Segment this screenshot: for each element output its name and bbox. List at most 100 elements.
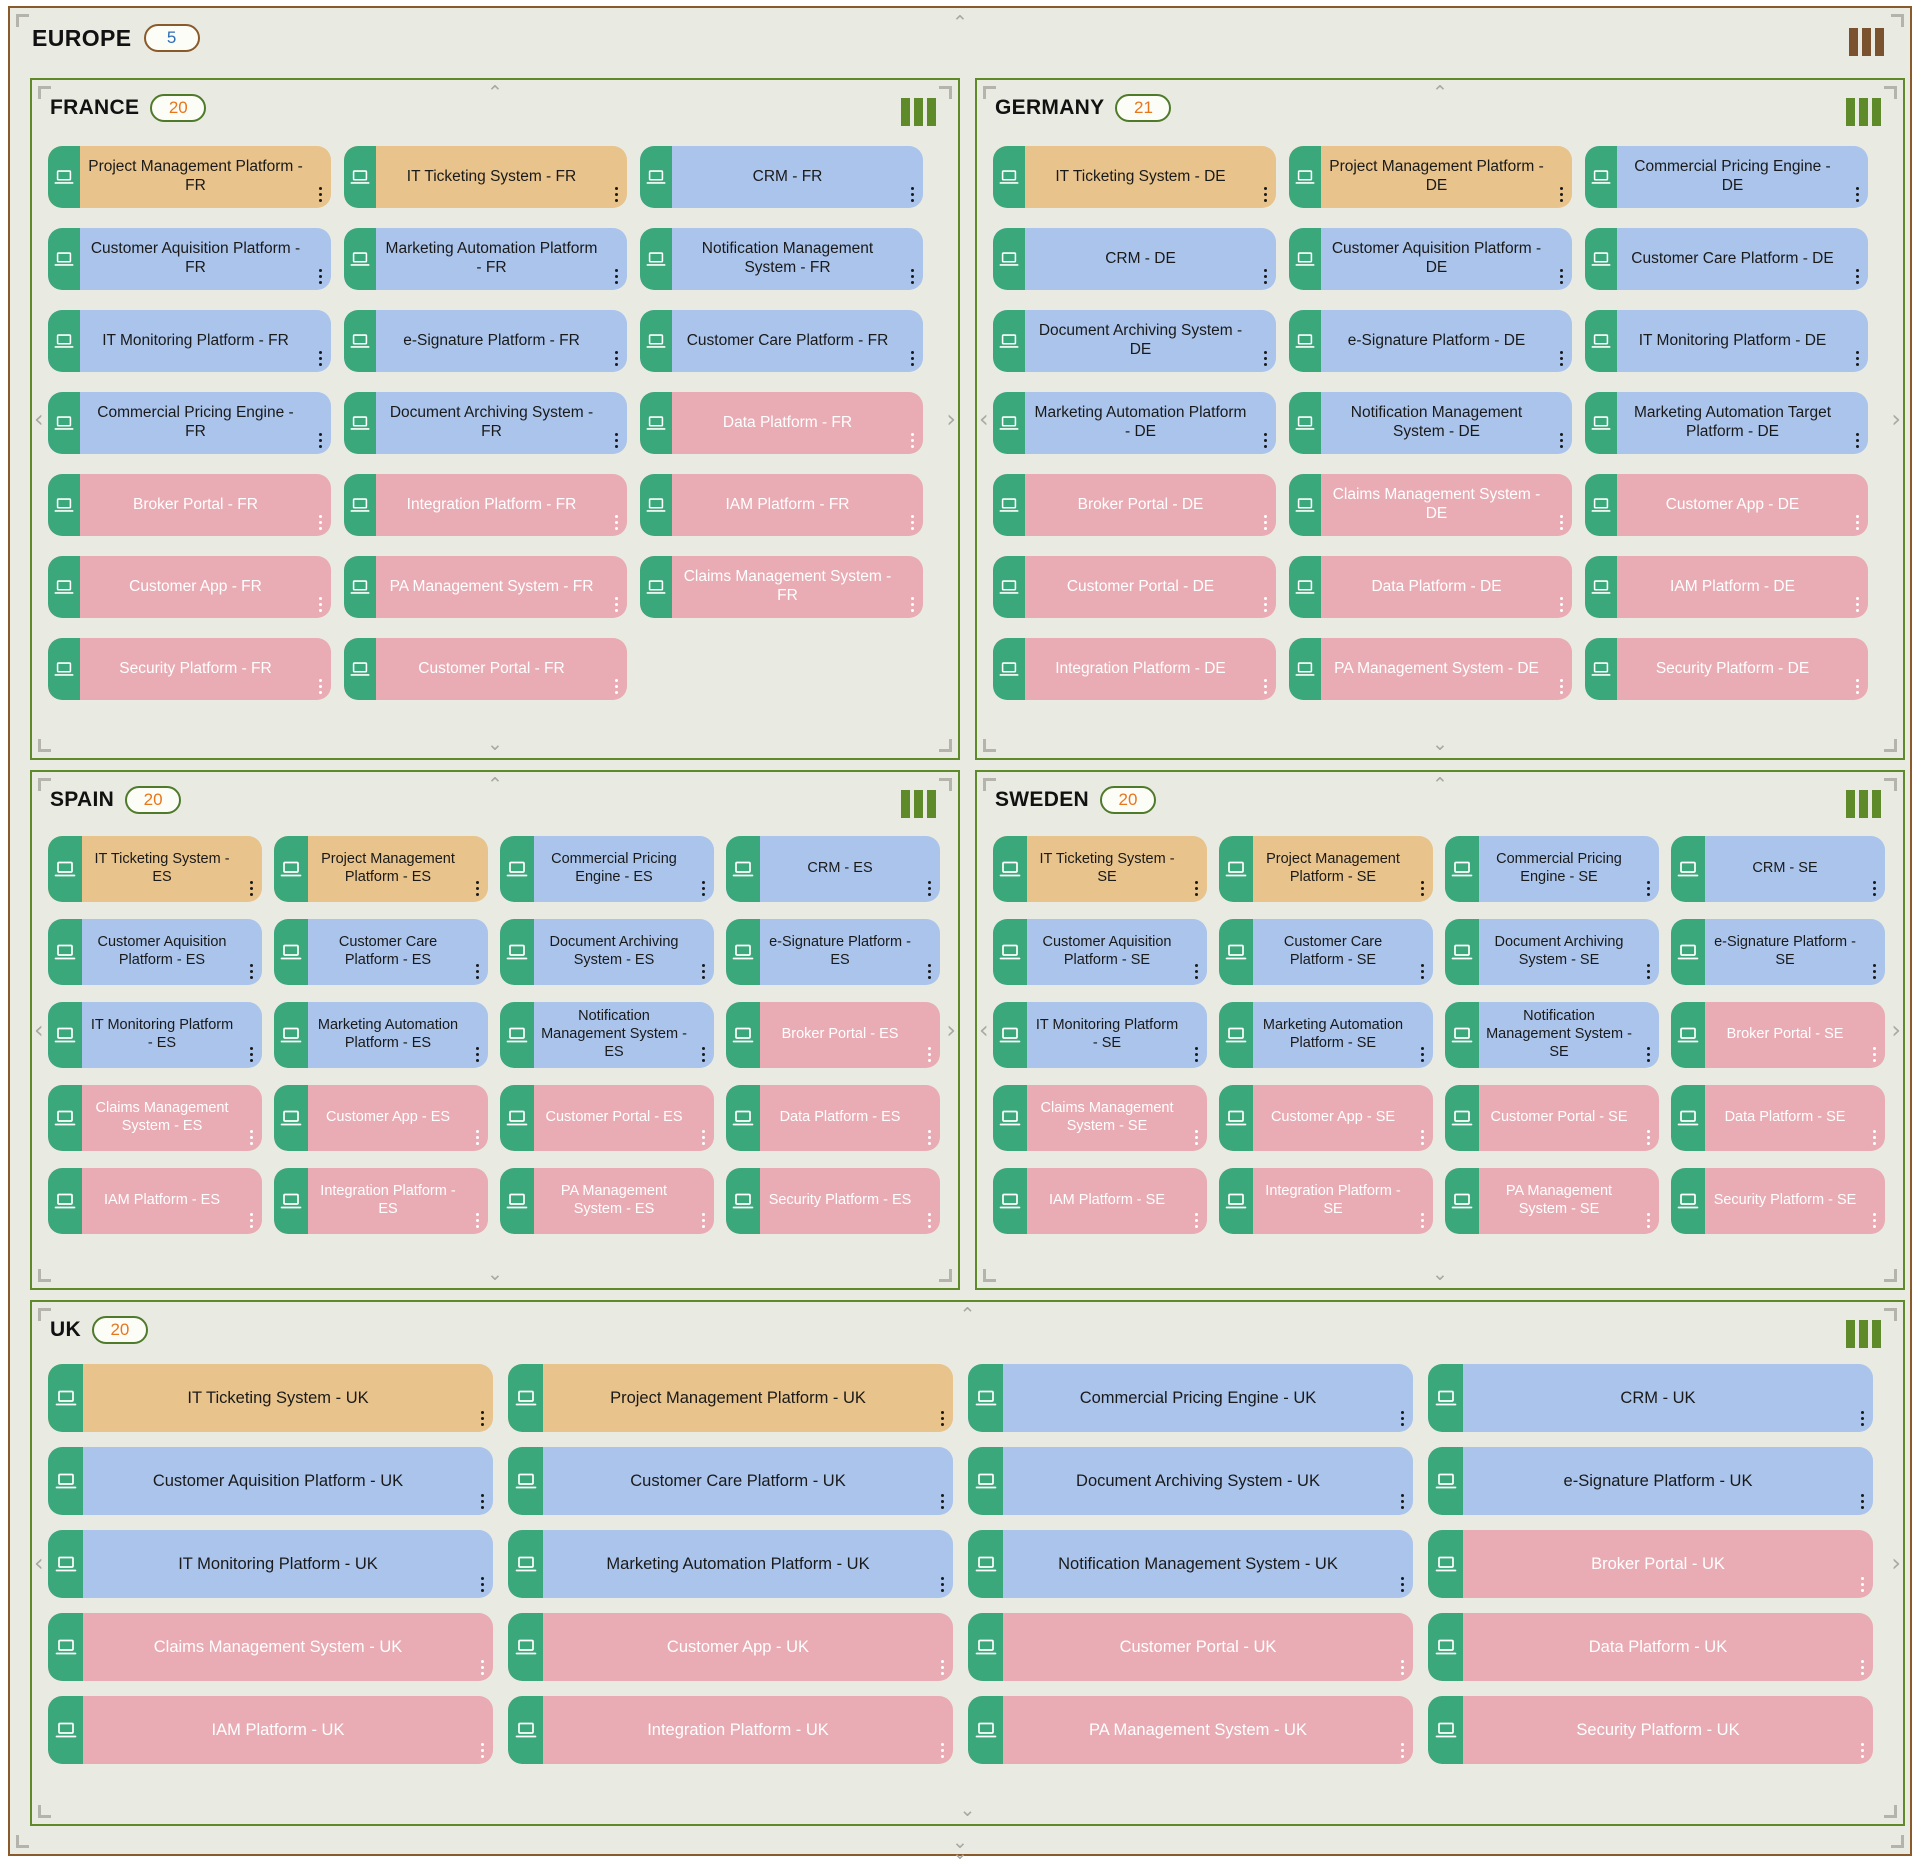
application-card[interactable]: Security Platform - ES (726, 1168, 940, 1234)
kebab-menu-icon[interactable] (1647, 1047, 1651, 1063)
application-card[interactable]: IT Ticketing System - FR (344, 146, 627, 208)
application-card[interactable]: Customer Care Platform - DE (1585, 228, 1868, 290)
three-bars-icon[interactable] (1846, 1320, 1881, 1348)
country-scroll-down-icon[interactable]: ⌄ (1432, 735, 1448, 754)
kebab-menu-icon[interactable] (702, 1130, 706, 1146)
application-card[interactable]: Marketing Automation Target Platform - D… (1585, 392, 1868, 454)
kebab-menu-icon[interactable] (615, 187, 619, 203)
application-card[interactable]: Customer Portal - UK (968, 1613, 1413, 1681)
application-card[interactable]: Broker Portal - SE (1671, 1002, 1885, 1068)
application-card[interactable]: Customer Aquisition Platform - DE (1289, 228, 1572, 290)
kebab-menu-icon[interactable] (1856, 351, 1860, 367)
application-card[interactable]: Customer Portal - SE (1445, 1085, 1659, 1151)
kebab-menu-icon[interactable] (319, 597, 323, 613)
kebab-menu-icon[interactable] (615, 433, 619, 449)
application-card[interactable]: Security Platform - UK (1428, 1696, 1873, 1764)
application-card[interactable]: Integration Platform - SE (1219, 1168, 1433, 1234)
application-card[interactable]: Data Platform - UK (1428, 1613, 1873, 1681)
application-card[interactable]: Integration Platform - ES (274, 1168, 488, 1234)
application-card[interactable]: Broker Portal - DE (993, 474, 1276, 536)
application-card[interactable]: IT Ticketing System - ES (48, 836, 262, 902)
country-scroll-up-icon[interactable]: ⌃ (960, 1306, 976, 1325)
application-card[interactable]: Commercial Pricing Engine - ES (500, 836, 714, 902)
application-card[interactable]: Project Management Platform - DE (1289, 146, 1572, 208)
kebab-menu-icon[interactable] (476, 881, 480, 897)
three-bars-icon[interactable] (901, 98, 936, 126)
kebab-menu-icon[interactable] (1560, 515, 1564, 531)
country-scroll-up-icon[interactable]: ⌃ (487, 776, 503, 795)
kebab-menu-icon[interactable] (615, 597, 619, 613)
application-card[interactable]: CRM - FR (640, 146, 923, 208)
application-card[interactable]: Customer Care Platform - FR (640, 310, 923, 372)
application-card[interactable]: CRM - SE (1671, 836, 1885, 902)
application-card[interactable]: IT Ticketing System - DE (993, 146, 1276, 208)
kebab-menu-icon[interactable] (1401, 1743, 1405, 1759)
application-card[interactable]: Data Platform - FR (640, 392, 923, 454)
country-scroll-left-icon[interactable]: ‹ (34, 407, 44, 431)
kebab-menu-icon[interactable] (1560, 679, 1564, 695)
kebab-menu-icon[interactable] (1856, 269, 1860, 285)
kebab-menu-icon[interactable] (941, 1743, 945, 1759)
application-card[interactable]: Notification Management System - SE (1445, 1002, 1659, 1068)
application-card[interactable]: Data Platform - ES (726, 1085, 940, 1151)
kebab-menu-icon[interactable] (1560, 351, 1564, 367)
country-scroll-down-icon[interactable]: ⌄ (487, 735, 503, 754)
application-card[interactable]: Document Archiving System - ES (500, 919, 714, 985)
application-card[interactable]: Customer Portal - DE (993, 556, 1276, 618)
kebab-menu-icon[interactable] (1560, 597, 1564, 613)
application-card[interactable]: Customer App - DE (1585, 474, 1868, 536)
kebab-menu-icon[interactable] (476, 1130, 480, 1146)
kebab-menu-icon[interactable] (702, 881, 706, 897)
kebab-menu-icon[interactable] (1873, 1213, 1877, 1229)
page-scroll-down-icon[interactable]: ⌄ (952, 1842, 968, 1864)
application-card[interactable]: CRM - ES (726, 836, 940, 902)
application-card[interactable]: Customer Care Platform - UK (508, 1447, 953, 1515)
kebab-menu-icon[interactable] (1647, 964, 1651, 980)
kebab-menu-icon[interactable] (481, 1660, 485, 1676)
country-scroll-right-icon[interactable]: › (1891, 1018, 1901, 1042)
kebab-menu-icon[interactable] (1264, 351, 1268, 367)
kebab-menu-icon[interactable] (250, 1130, 254, 1146)
kebab-menu-icon[interactable] (1195, 1213, 1199, 1229)
kebab-menu-icon[interactable] (911, 433, 915, 449)
application-card[interactable]: Commercial Pricing Engine - FR (48, 392, 331, 454)
country-scroll-left-icon[interactable]: ‹ (979, 1018, 989, 1042)
kebab-menu-icon[interactable] (1647, 1130, 1651, 1146)
kebab-menu-icon[interactable] (319, 515, 323, 531)
application-card[interactable]: Document Archiving System - SE (1445, 919, 1659, 985)
application-card[interactable]: Integration Platform - DE (993, 638, 1276, 700)
three-bars-icon[interactable] (901, 790, 936, 818)
kebab-menu-icon[interactable] (1873, 964, 1877, 980)
application-card[interactable]: Project Management Platform - SE (1219, 836, 1433, 902)
three-bars-icon[interactable] (1849, 28, 1884, 56)
kebab-menu-icon[interactable] (319, 433, 323, 449)
kebab-menu-icon[interactable] (928, 1047, 932, 1063)
application-card[interactable]: Claims Management System - UK (48, 1613, 493, 1681)
application-card[interactable]: Notification Management System - UK (968, 1530, 1413, 1598)
kebab-menu-icon[interactable] (250, 1213, 254, 1229)
application-card[interactable]: Customer Portal - FR (344, 638, 627, 700)
application-card[interactable]: Marketing Automation Platform - SE (1219, 1002, 1433, 1068)
application-card[interactable]: Customer Care Platform - SE (1219, 919, 1433, 985)
country-scroll-left-icon[interactable]: ‹ (979, 407, 989, 431)
kebab-menu-icon[interactable] (615, 269, 619, 285)
kebab-menu-icon[interactable] (1264, 597, 1268, 613)
application-card[interactable]: Customer Aquisition Platform - FR (48, 228, 331, 290)
application-card[interactable]: Data Platform - DE (1289, 556, 1572, 618)
application-card[interactable]: Document Archiving System - UK (968, 1447, 1413, 1515)
application-card[interactable]: Claims Management System - ES (48, 1085, 262, 1151)
application-card[interactable]: Document Archiving System - FR (344, 392, 627, 454)
application-card[interactable]: CRM - DE (993, 228, 1276, 290)
application-card[interactable]: Customer Aquisition Platform - UK (48, 1447, 493, 1515)
application-card[interactable]: e-Signature Platform - DE (1289, 310, 1572, 372)
application-card[interactable]: Customer App - FR (48, 556, 331, 618)
application-card[interactable]: Claims Management System - DE (1289, 474, 1572, 536)
kebab-menu-icon[interactable] (1856, 433, 1860, 449)
application-card[interactable]: Notification Management System - DE (1289, 392, 1572, 454)
kebab-menu-icon[interactable] (1873, 1130, 1877, 1146)
kebab-menu-icon[interactable] (476, 964, 480, 980)
country-scroll-right-icon[interactable]: › (1891, 1551, 1901, 1575)
kebab-menu-icon[interactable] (1861, 1660, 1865, 1676)
application-card[interactable]: Broker Portal - ES (726, 1002, 940, 1068)
kebab-menu-icon[interactable] (319, 351, 323, 367)
